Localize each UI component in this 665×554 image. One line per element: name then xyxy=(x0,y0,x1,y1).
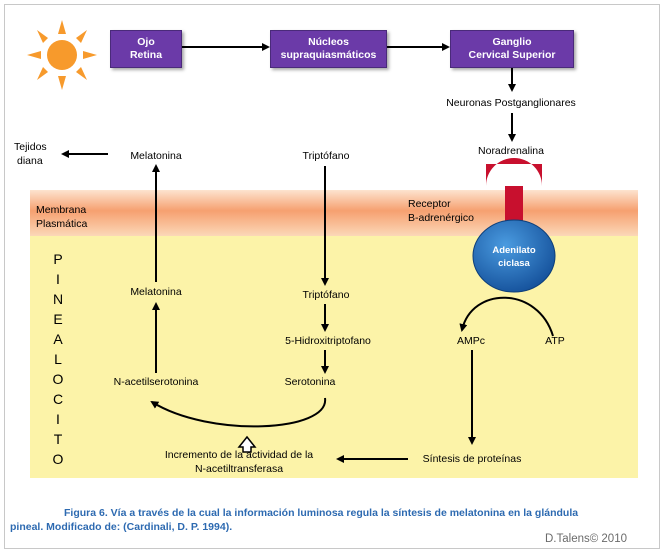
label-incremento-2: N-acetiltransferasa xyxy=(194,463,284,475)
box-nucleos: Núcleos supraquiasmáticos xyxy=(270,30,387,68)
box-ganglio: Ganglio Cervical Superior xyxy=(450,30,574,68)
open-arrow-up-icon xyxy=(237,435,257,453)
pinealocito-letter: L xyxy=(54,351,62,367)
label-noradrenalina: Noradrenalina xyxy=(478,145,544,157)
label-tejidos-2: diana xyxy=(17,155,43,167)
pinealocito-letter: I xyxy=(56,411,60,427)
pinealocito-letter: A xyxy=(53,331,63,347)
label-triptofano-mid: Triptófano xyxy=(302,289,350,301)
label-nacetil: N-acetilserotonina xyxy=(113,376,199,388)
label-ampc: AMPc xyxy=(456,335,486,347)
label-incremento-1: Incremento de la actividad de la xyxy=(164,449,314,461)
label-tejidos-1: Tejidos xyxy=(14,141,47,153)
pinealocito-letter: E xyxy=(53,311,63,327)
pinealocito-letter: C xyxy=(52,391,64,407)
label-adenilato-1: Adenilato xyxy=(492,245,536,256)
label-membrana-2: Plasmática xyxy=(36,218,88,230)
box-nucleos-line1: Núcleos xyxy=(308,36,349,48)
pinealocito-letter: T xyxy=(53,431,63,447)
pinealocito-letter: O xyxy=(52,451,64,467)
pinealocito-letter: N xyxy=(52,291,64,307)
pinealocito-letter: I xyxy=(56,271,60,287)
copyright: D.Talens© 2010 xyxy=(545,533,627,545)
box-ojo-line2: Retina xyxy=(129,49,163,61)
label-melatonina-mid: Melatonina xyxy=(130,286,182,298)
label-triptofano-top: Triptófano xyxy=(302,150,350,162)
arrow-curve-serotonina-nacetil xyxy=(150,397,327,428)
box-ganglio-line1: Ganglio xyxy=(492,36,532,48)
label-sintesis: Síntesis de proteínas xyxy=(422,453,522,465)
pinealocito-letter: O xyxy=(52,371,64,387)
arrow-curve-atp-ampc xyxy=(459,296,554,337)
label-receptor-1: Receptor xyxy=(408,198,451,210)
box-ojo-retina: Ojo Retina xyxy=(110,30,182,68)
caption-line-2: pineal. Modificado de: (Cardinali, D. P.… xyxy=(10,521,233,533)
caption-line-1: Figura 6. Vía a través de la cual la inf… xyxy=(64,507,579,519)
label-adenilato-2: ciclasa xyxy=(498,258,530,269)
label-neuronas: Neuronas Postganglionares xyxy=(446,97,576,109)
label-atp: ATP xyxy=(545,335,565,347)
box-ganglio-line2: Cervical Superior xyxy=(468,49,556,61)
label-serotonina: Serotonina xyxy=(284,376,336,388)
box-ojo-line1: Ojo xyxy=(137,36,155,48)
label-membrana-1: Membrana xyxy=(36,204,87,216)
pinealocito-letter: P xyxy=(53,251,63,267)
label-melatonina-top: Melatonina xyxy=(130,150,182,162)
box-nucleos-line2: supraquiasmáticos xyxy=(280,49,377,61)
label-receptor-2: B-adrenérgico xyxy=(408,212,474,224)
label-hidroxi: 5-Hidroxitriptofano xyxy=(285,335,371,347)
figure-caption: Figura 6. Vía a través de la cual la inf… xyxy=(10,506,650,534)
